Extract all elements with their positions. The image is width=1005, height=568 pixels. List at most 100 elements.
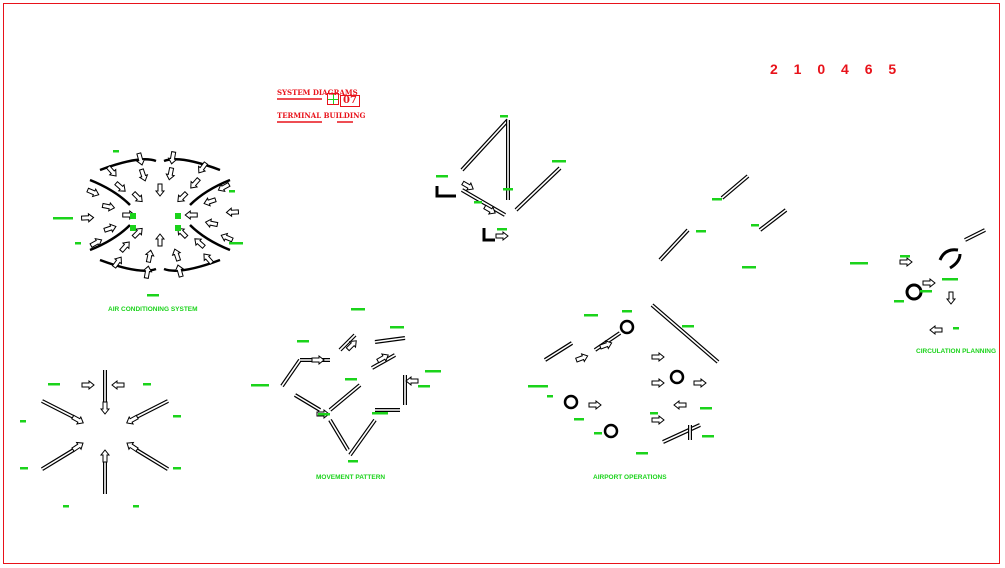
ao-loop-3	[669, 369, 685, 385]
annotation-tag	[751, 224, 759, 227]
ac-arrow-icon	[190, 176, 201, 189]
annotation-tag	[20, 420, 26, 423]
flow-arrow-icon	[495, 230, 509, 242]
annotation-tag	[528, 385, 548, 388]
tc-pipe-3-core	[461, 189, 506, 216]
ac-arrow-icon	[225, 207, 240, 218]
tr-pipe-2-core	[759, 209, 787, 231]
ac-unit-marker	[130, 225, 136, 231]
flow-arrow-icon	[651, 377, 665, 389]
ac-arrow-icon	[114, 181, 126, 192]
cp-curve-2	[949, 253, 962, 270]
annotation-tag	[584, 314, 598, 317]
ao-pipe-1-core	[651, 304, 719, 363]
annotation-tag	[850, 262, 868, 265]
ao-loop-1	[563, 394, 579, 410]
ac-arrow-icon	[103, 223, 117, 233]
caption-airport-operations: AIRPORT OPERATIONS	[593, 474, 667, 481]
annotation-tag	[474, 201, 482, 204]
annotation-tag	[229, 242, 243, 245]
bl-pipe-5-core	[41, 400, 74, 418]
ac-duct-1	[163, 158, 221, 172]
ac-arrow-icon	[165, 166, 176, 181]
annotation-tag	[418, 385, 430, 388]
cp-pipe-1-core	[964, 229, 986, 241]
mp-pipe-6-core	[329, 384, 361, 411]
annotation-tag	[900, 255, 910, 258]
annotation-tag	[497, 228, 507, 231]
ac-duct-7	[189, 224, 231, 252]
annotation-tag	[696, 230, 706, 233]
ac-arrow-icon	[167, 151, 178, 165]
caption-circulation-planning: CIRCULATION PLANNING	[916, 348, 997, 355]
ac-unit-marker	[175, 225, 181, 231]
flow-arrow-icon	[945, 291, 957, 305]
flow-arrow-icon	[651, 414, 665, 426]
ac-arrow-icon	[194, 238, 206, 249]
mp-pipe-7-core	[349, 419, 376, 456]
annotation-tag	[372, 412, 388, 415]
annotation-tag	[390, 326, 404, 329]
bl-arrow-icon	[99, 401, 111, 415]
tr-pipe-3-core	[659, 229, 689, 261]
flow-arrow-icon	[111, 379, 125, 391]
annotation-tag	[702, 435, 714, 438]
ac-arrow-icon	[220, 232, 234, 243]
sheet-number: 07	[340, 95, 360, 107]
ao-pipe-2-core	[544, 342, 573, 361]
caption-movement-pattern: MOVEMENT PATTERN	[316, 474, 386, 481]
ac-duct-6	[89, 224, 131, 252]
ac-arrow-icon	[204, 218, 219, 229]
annotation-tag	[700, 407, 712, 410]
annotation-tag	[348, 460, 358, 463]
annotation-tag	[113, 150, 119, 153]
annotation-tag	[318, 413, 330, 416]
flow-arrow-icon	[376, 353, 389, 364]
sheet-border	[3, 3, 1000, 564]
ao-pipe-4-core	[662, 424, 701, 443]
annotation-tag	[742, 266, 756, 269]
annotation-tag	[229, 190, 235, 193]
ac-arrow-icon	[203, 197, 217, 207]
annotation-tag	[173, 467, 181, 470]
mp-pipe-1-core	[281, 359, 301, 387]
ac-arrow-icon	[142, 265, 153, 279]
ac-arrow-icon	[154, 183, 166, 197]
ac-duct-2	[99, 258, 157, 272]
flow-arrow-icon	[899, 256, 913, 268]
annotation-tag	[712, 198, 722, 201]
annotation-tag	[953, 327, 959, 330]
annotation-tag	[594, 432, 602, 435]
annotation-tag	[53, 217, 73, 220]
ac-arrow-icon	[89, 238, 103, 248]
bl-pipe-4-core	[41, 449, 74, 470]
ac-arrow-icon	[135, 152, 146, 166]
ac-duct-0	[99, 158, 157, 172]
annotation-tag	[920, 290, 932, 293]
mp-pipe-5-core	[294, 394, 321, 411]
flow-arrow-icon	[483, 204, 496, 215]
mp-pipe-8-core	[329, 419, 349, 451]
annotation-tag	[351, 308, 365, 311]
mp-pipe-9-core	[371, 354, 396, 369]
bl-arrow-icon	[126, 441, 139, 453]
ac-arrow-icon	[111, 256, 122, 269]
ac-arrow-icon	[131, 190, 143, 203]
flow-arrow-icon	[922, 277, 936, 289]
ac-arrow-icon	[105, 164, 117, 177]
flow-arrow-icon	[929, 324, 943, 336]
annotation-tag	[425, 370, 441, 373]
mp-pipe-3-core	[339, 334, 356, 351]
annotation-tag	[173, 415, 181, 418]
ac-arrow-icon	[138, 168, 149, 182]
ac-arrow-icon	[171, 248, 182, 262]
ac-arrow-icon	[203, 253, 215, 266]
annotation-tag	[345, 378, 357, 381]
title-line-1: SYSTEM DIAGRAMS	[277, 88, 358, 97]
ac-arrow-icon	[144, 249, 155, 264]
caption-air-conditioning: AIR CONDITIONING SYSTEM	[108, 306, 198, 313]
annotation-tag	[143, 383, 151, 386]
flow-arrow-icon	[599, 340, 613, 350]
